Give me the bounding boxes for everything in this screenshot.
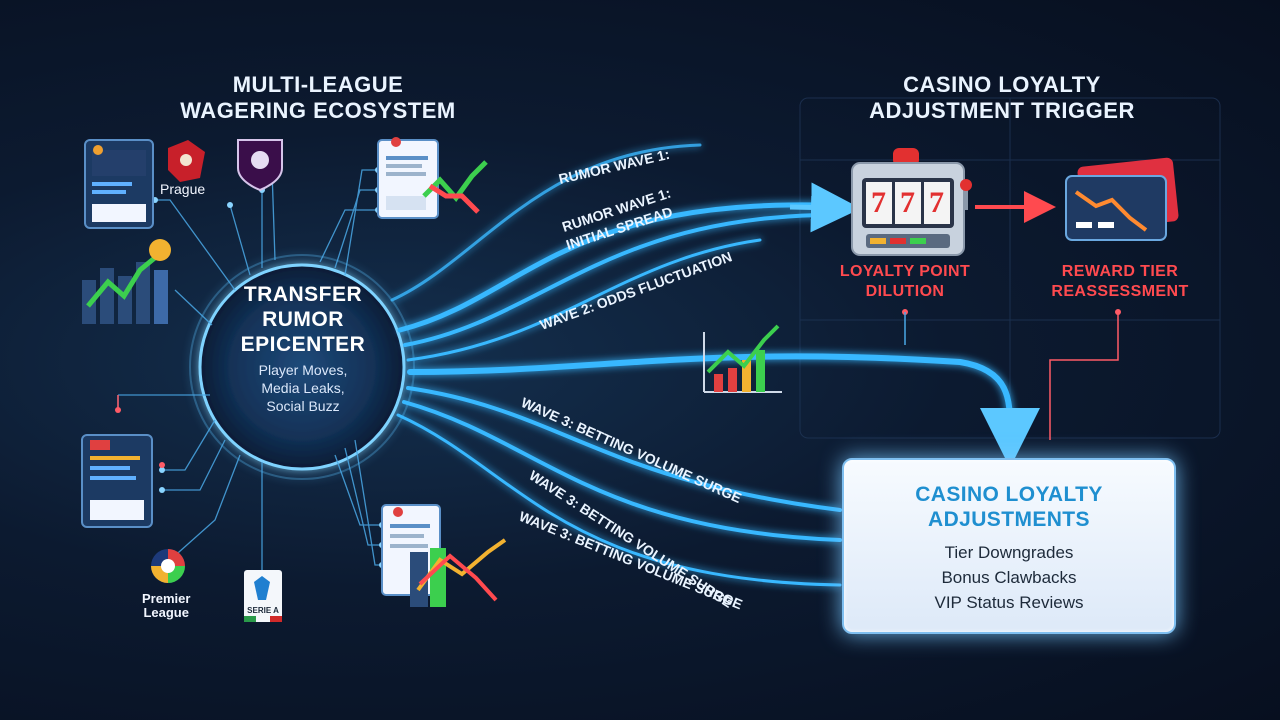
slot-reels: 7 7 7 — [866, 186, 956, 222]
epicenter-orb — [189, 254, 415, 480]
wave-label-1: RUMOR WAVE 1: — [557, 146, 671, 187]
adjustments-list: Tier Downgrades Bonus Clawbacks VIP Stat… — [844, 540, 1174, 615]
growth-chart-icon-left — [82, 239, 171, 324]
reward-tier-line1: REWARD TIER — [1061, 263, 1179, 280]
adjustment-item: Tier Downgrades — [944, 543, 1074, 562]
ecosystem-heading-line1: MULTI-LEAGUE — [232, 72, 404, 97]
adjustments-title-line1: CASINO LOYALTY — [915, 483, 1103, 506]
trigger-heading: CASINO LOYALTY ADJUSTMENT TRIGGER — [852, 72, 1152, 124]
wave-label-3c: WAVE 3: BETTING VOLUME SURGE — [517, 508, 745, 612]
prague-logo — [168, 140, 205, 182]
ecosystem-heading-line2: WAGERING ECOSYSTEM — [180, 98, 456, 123]
slot-digit-3: 7 — [929, 186, 944, 219]
reward-tier-label: REWARD TIER REASSESSMENT — [1030, 262, 1210, 302]
premier-league-line2: League — [143, 605, 189, 620]
epicenter-title-line2: RUMOR — [262, 308, 344, 331]
loyalty-adjustments-box: CASINO LOYALTY ADJUSTMENTS Tier Downgrad… — [842, 458, 1176, 634]
device-chart-right-top — [377, 137, 488, 219]
premier-league-text: Premier League — [142, 592, 190, 620]
adjustments-title-line2: ADJUSTMENTS — [928, 508, 1090, 531]
slot-digit-2: 7 — [900, 186, 915, 219]
reward-to-box-line — [1049, 312, 1119, 440]
wave-label-2: WAVE 2: ODDS FLUCTUATION — [538, 248, 734, 333]
epicenter-title-line3: EPICENTER — [240, 333, 366, 356]
epicenter-subtitle: Player Moves, Media Leaks, Social Buzz — [198, 361, 408, 415]
epicenter-subtitle-line3: Social Buzz — [266, 398, 340, 414]
adjustments-title: CASINO LOYALTY ADJUSTMENTS — [844, 482, 1174, 532]
loyalty-point-label: LOYALTY POINT DILUTION — [815, 262, 995, 302]
slot-digit-1: 7 — [871, 186, 886, 219]
main-arrow-to-slot — [789, 182, 861, 233]
adjustment-item: Bonus Clawbacks — [941, 568, 1077, 587]
epicenter-title: TRANSFER RUMOR EPICENTER — [198, 282, 408, 357]
trigger-heading-line2: ADJUSTMENT TRIGGER — [869, 98, 1135, 123]
epicenter-subtitle-line1: Player Moves, — [258, 362, 348, 378]
device-icon-left-top — [84, 139, 154, 229]
premier-league-logo — [151, 549, 185, 583]
adjustment-item: VIP Status Reviews — [934, 593, 1084, 612]
reward-card-icon — [1065, 157, 1179, 241]
ecosystem-heading: MULTI-LEAGUE WAGERING ECOSYSTEM — [168, 72, 468, 124]
serie-a-logo — [244, 570, 282, 622]
slot-machine-icon — [851, 148, 972, 256]
trigger-heading-line1: CASINO LOYALTY — [903, 72, 1101, 97]
rumor-epicenter: TRANSFER RUMOR EPICENTER Player Moves, M… — [198, 282, 408, 452]
prague-logo-text: Prague — [160, 181, 206, 197]
device-chart-bottom — [381, 504, 507, 607]
loyalty-point-line1: LOYALTY POINT — [839, 263, 971, 280]
premier-league-line1: Premier — [142, 591, 191, 606]
flow-lines — [390, 143, 1013, 587]
growth-chart-icon-middle — [703, 324, 782, 393]
serie-a-text: SERIE A — [247, 606, 279, 615]
league-shield-logo — [237, 139, 283, 192]
epicenter-subtitle-line2: Media Leaks, — [261, 380, 345, 396]
epicenter-title-line1: TRANSFER — [243, 283, 363, 306]
device-icon-left-bottom — [81, 434, 153, 528]
loyalty-point-line2: DILUTION — [865, 283, 945, 300]
reward-tier-line2: REASSESSMENT — [1051, 283, 1189, 300]
